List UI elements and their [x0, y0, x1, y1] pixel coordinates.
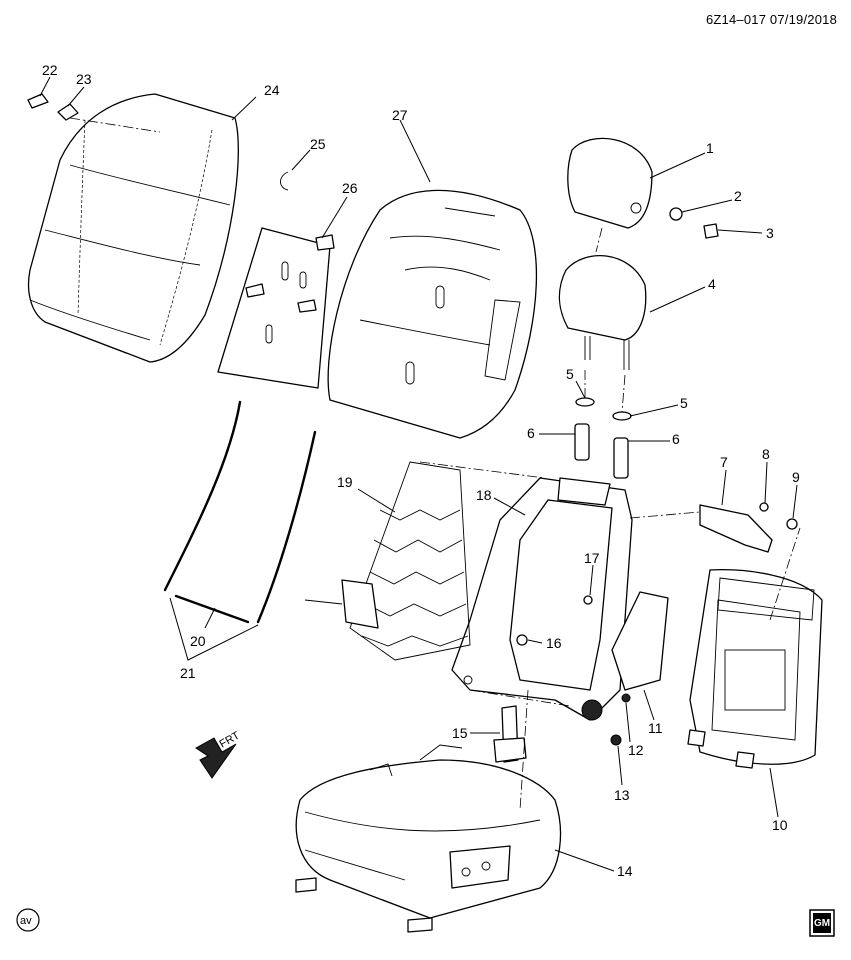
spring-mat-part — [304, 461, 471, 661]
callout-5: 5 — [566, 366, 574, 382]
bracket-part — [699, 504, 773, 553]
button-cap-part — [703, 223, 719, 239]
callout-9: 9 — [792, 469, 800, 485]
callout-1: 1 — [706, 140, 714, 156]
gm-logo-text: GM — [814, 918, 830, 929]
corner-mark-text: av — [20, 915, 32, 927]
assembly-lines — [69, 117, 801, 811]
leader-lines — [39, 76, 798, 872]
seat-back-frame-part — [451, 477, 633, 721]
bolt-part — [583, 595, 593, 605]
button-part — [669, 207, 683, 221]
callout-10: 10 — [772, 817, 788, 833]
callout-7: 7 — [720, 454, 728, 470]
callout-13: 13 — [614, 787, 630, 803]
callout-20: 20 — [190, 633, 206, 649]
callout-14: 14 — [617, 863, 633, 879]
callout-5: 5 — [680, 395, 688, 411]
headrest-lower-part — [558, 255, 647, 370]
callout-3: 3 — [766, 225, 774, 241]
callout-12: 12 — [628, 742, 644, 758]
callout-16: 16 — [546, 635, 562, 651]
callout-22: 22 — [42, 62, 58, 78]
diagram-reference-code: 6Z14–017 07/19/2018 — [705, 12, 837, 27]
screw-part — [621, 693, 631, 703]
sleeve-part — [613, 437, 629, 479]
callout-21: 21 — [180, 665, 196, 681]
gm-logo: GM — [809, 909, 835, 937]
back-panel-part — [217, 227, 335, 389]
seat-back-pad-part — [327, 189, 538, 439]
guide-part — [575, 397, 595, 407]
callout-2: 2 — [734, 188, 742, 204]
callout-labels: 1 2 3 4 5 5 6 6 7 8 9 10 11 12 13 14 15 … — [42, 62, 800, 879]
bolt-part — [759, 502, 769, 512]
seat-cushion-part — [295, 744, 562, 933]
seat-back-cover-part — [27, 93, 239, 363]
wire-part — [174, 594, 250, 624]
callout-18: 18 — [476, 487, 492, 503]
callout-24: 24 — [264, 82, 280, 98]
hook-part — [280, 171, 289, 191]
front-direction-arrow: FRT — [195, 729, 242, 779]
callout-6: 6 — [527, 425, 535, 441]
callout-23: 23 — [76, 71, 92, 87]
callout-17: 17 — [584, 550, 600, 566]
callout-11: 11 — [648, 720, 663, 736]
callout-19: 19 — [337, 474, 353, 490]
headrest-upper-part — [567, 137, 653, 229]
callout-15: 15 — [452, 725, 468, 741]
callout-26: 26 — [342, 180, 358, 196]
side-trim-part — [611, 591, 669, 691]
grommet-part — [516, 634, 528, 646]
callout-25: 25 — [310, 136, 326, 152]
corner-mark-badge: av — [16, 908, 40, 932]
wire-part — [256, 430, 317, 624]
callout-27: 27 — [392, 107, 408, 123]
fastener-part — [786, 518, 798, 530]
wire-part — [163, 400, 242, 592]
sleeve-part — [574, 423, 590, 461]
callout-4: 4 — [708, 276, 716, 292]
clip-parts — [27, 93, 79, 121]
rear-panel-part — [687, 569, 823, 769]
recliner-motor-part — [493, 737, 527, 763]
callout-6: 6 — [672, 431, 680, 447]
screw-part — [610, 734, 622, 746]
callout-8: 8 — [762, 446, 770, 462]
guide-part — [612, 411, 632, 421]
